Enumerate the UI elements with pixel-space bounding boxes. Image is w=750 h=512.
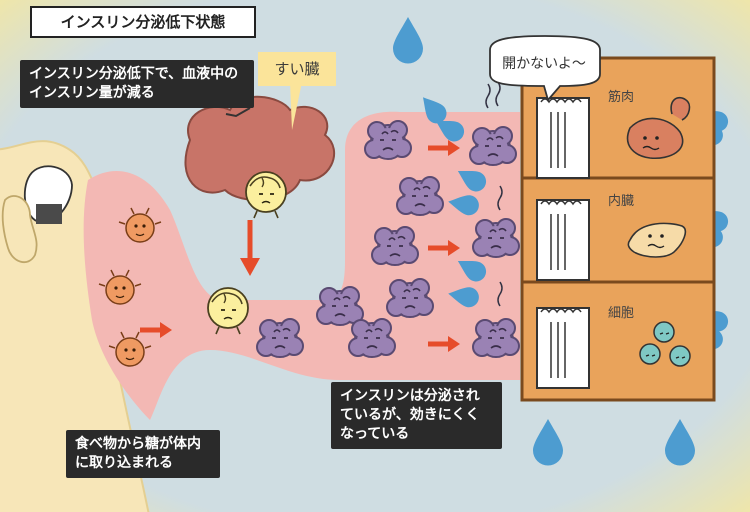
organ-character [627, 222, 687, 258]
reduce-label-pointer [225, 107, 251, 118]
pancreas-pointer [290, 82, 302, 130]
door-cells [536, 307, 590, 389]
cells-label: 細胞 [608, 306, 635, 321]
internal-organs-label: 内臓 [608, 194, 635, 209]
sugar-clump-4 [386, 278, 434, 318]
door-internal-organs [536, 199, 590, 281]
pancreas-arrow [240, 220, 260, 276]
pancreas [184, 95, 336, 202]
sugar-clump-3 [348, 318, 396, 358]
stress-lines [485, 81, 503, 307]
insulin-reduced-label: インスリン分泌低下で、血液中のインスリン量が減る [20, 60, 254, 108]
page-title: インスリン分泌低下状態 [30, 6, 256, 38]
pancreas-label: すい臓 [258, 52, 336, 86]
sugar-clump-5 [371, 226, 419, 266]
sugar-clump-1 [256, 318, 304, 358]
sugar-clump-7 [364, 120, 412, 160]
speech-bubble [489, 35, 601, 102]
door-muscle [536, 97, 590, 179]
hand-with-rice-ball [1, 165, 73, 264]
sugar-absorbed-label: 食べ物から糖が体内に取り込まれる [66, 430, 220, 478]
sugar-clump-10 [472, 318, 520, 358]
muscle-label: 筋肉 [608, 90, 635, 105]
insulin-secreted-label: インスリンは分泌されているが、効きにくくなっている [331, 382, 502, 449]
cell-characters [639, 321, 691, 367]
muscle-character [626, 96, 691, 159]
sugar-clump-8 [469, 126, 517, 166]
door-speech-text: 開かないよ〜 [502, 56, 586, 72]
sugar-clump-9 [472, 218, 520, 258]
sugar-clump-2 [316, 286, 364, 326]
sugar-clump-6 [396, 176, 444, 216]
